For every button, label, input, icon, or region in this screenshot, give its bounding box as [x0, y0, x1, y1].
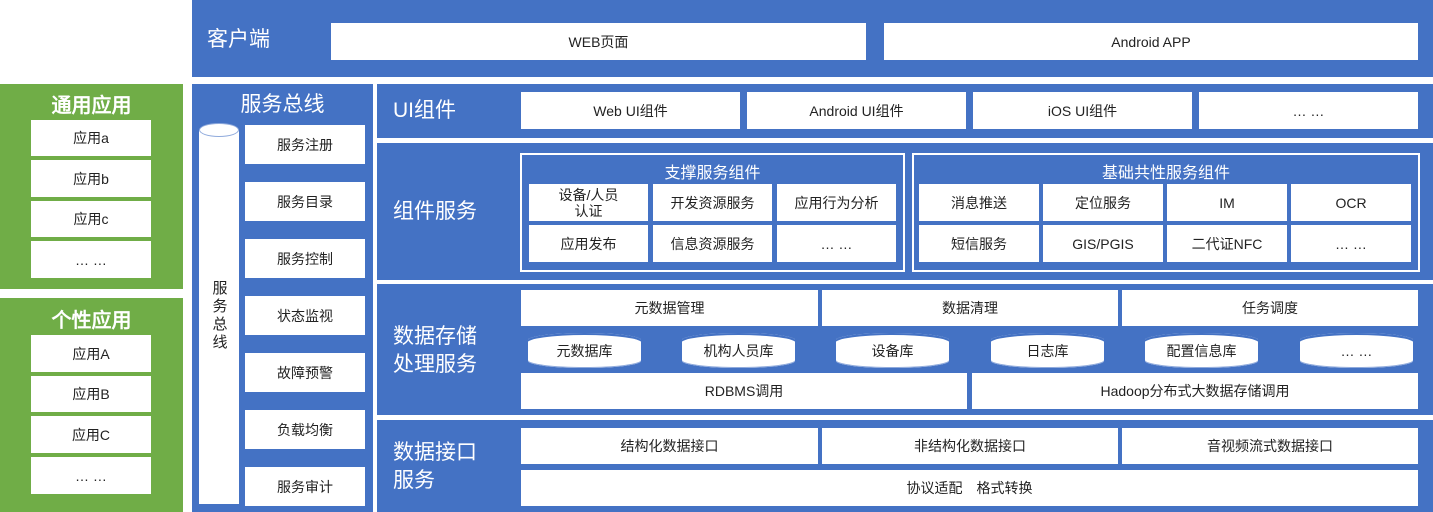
web-ui-component: Web UI组件 — [521, 92, 740, 129]
data-cleaning: 数据清理 — [822, 290, 1118, 326]
service-audit: 服务审计 — [245, 467, 365, 506]
config-info-db-label: 配置信息库 — [1166, 342, 1237, 359]
general-app-c: 应用c — [31, 201, 151, 237]
custom-app-more: … … — [31, 457, 151, 494]
gis-pgis-service: GIS/PGIS — [1043, 225, 1163, 262]
rdbms-call: RDBMS调用 — [521, 373, 967, 409]
device-db: 设备库 — [836, 333, 949, 368]
db-more-label: … … — [1340, 342, 1373, 359]
ocr-service: OCR — [1291, 184, 1411, 221]
service-control: 服务控制 — [245, 239, 365, 278]
av-stream-data-interface: 音视频流式数据接口 — [1122, 428, 1418, 464]
basic-services-title: 基础共性服务组件 — [1101, 165, 1230, 182]
org-personnel-db-label: 机构人员库 — [703, 342, 774, 359]
protocol-format-conversion: 协议适配 格式转换 — [521, 470, 1418, 506]
metadata-db: 元数据库 — [528, 333, 641, 368]
db-more: … … — [1300, 333, 1413, 368]
service-bus-vertical-label: 服务总线 — [210, 280, 228, 352]
data-interface-title-line1: 数据接口 — [393, 440, 477, 464]
client-android-app: Android APP — [884, 23, 1418, 60]
status-monitor: 状态监视 — [245, 296, 365, 335]
ios-ui-component: iOS UI组件 — [973, 92, 1192, 129]
general-app-more: … … — [31, 241, 151, 278]
service-register: 服务注册 — [245, 125, 365, 164]
client-web-page: WEB页面 — [331, 23, 866, 60]
data-storage-title-line2: 处理服务 — [393, 352, 477, 376]
load-balance: 负载均衡 — [245, 410, 365, 449]
device-user-auth: 设备/人员 认证 — [529, 184, 648, 221]
sms-service: 短信服务 — [919, 225, 1039, 262]
log-db-label: 日志库 — [1026, 342, 1069, 359]
im-service: IM — [1167, 184, 1287, 221]
location-service: 定位服务 — [1043, 184, 1163, 221]
id-card-nfc: 二代证NFC — [1167, 225, 1287, 262]
ui-component-more: … … — [1199, 92, 1418, 129]
dev-resource-service: 开发资源服务 — [653, 184, 772, 221]
app-behavior-analysis: 应用行为分析 — [777, 184, 896, 221]
message-push: 消息推送 — [919, 184, 1039, 221]
task-scheduling: 任务调度 — [1122, 290, 1418, 326]
android-ui-component: Android UI组件 — [747, 92, 966, 129]
metadata-management: 元数据管理 — [521, 290, 818, 326]
custom-app-a: 应用A — [31, 335, 151, 372]
hadoop-storage-call: Hadoop分布式大数据存储调用 — [972, 373, 1418, 409]
fault-warning: 故障预警 — [245, 353, 365, 392]
log-db: 日志库 — [991, 333, 1104, 368]
structured-data-interface: 结构化数据接口 — [521, 428, 818, 464]
support-service-more: … … — [777, 225, 896, 262]
support-services-title: 支撑服务组件 — [664, 165, 761, 182]
data-storage-title-line1: 数据存储 — [393, 324, 477, 348]
unstructured-data-interface: 非结构化数据接口 — [822, 428, 1118, 464]
org-personnel-db: 机构人员库 — [682, 333, 795, 368]
general-app-a: 应用a — [31, 120, 151, 156]
device-db-label: 设备库 — [871, 342, 914, 359]
ui-components-title: UI组件 — [393, 98, 456, 122]
service-bus-title: 服务总线 — [240, 92, 325, 116]
component-services-title: 组件服务 — [393, 199, 477, 223]
custom-app-b: 应用B — [31, 376, 151, 412]
general-app-b: 应用b — [31, 160, 151, 197]
metadata-db-label: 元数据库 — [556, 342, 613, 359]
basic-service-more: … … — [1291, 225, 1411, 262]
info-resource-service: 信息资源服务 — [653, 225, 772, 262]
general-apps-title: 通用应用 — [51, 94, 132, 117]
custom-app-c: 应用C — [31, 416, 151, 453]
service-directory: 服务目录 — [245, 182, 365, 221]
service-bus-cylinder: 服务总线 — [199, 123, 239, 504]
client-title: 客户端 — [207, 27, 270, 51]
config-info-db: 配置信息库 — [1145, 333, 1258, 368]
basic-services-panel — [912, 153, 1420, 272]
custom-apps-title: 个性应用 — [51, 309, 132, 332]
data-interface-title-line2: 服务 — [393, 468, 435, 492]
support-services-panel — [520, 153, 905, 272]
app-publish: 应用发布 — [529, 225, 648, 262]
